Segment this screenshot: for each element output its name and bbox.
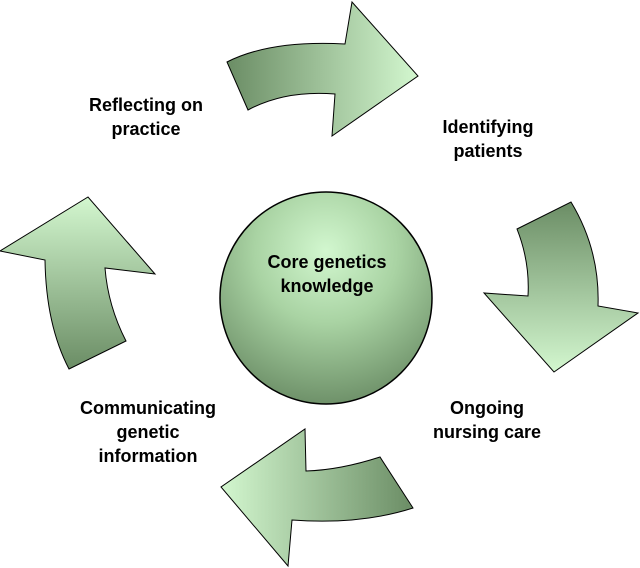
label-line: patients (453, 141, 523, 161)
label-line: Ongoing (450, 398, 524, 418)
label-line: information (98, 446, 198, 466)
arrow-right-identifying-to-ongoing (482, 201, 640, 373)
arrow-top-reflecting-to-identifying (226, 0, 419, 138)
label-line: practice (111, 119, 181, 139)
stage-label-communicating-genetic-information: Communicating genetic information (48, 396, 248, 468)
stage-label-reflecting-on-practice: Reflecting on practice (46, 93, 246, 141)
label-line: Identifying (442, 117, 534, 137)
stage-label-identifying-patients: Identifying patients (388, 115, 588, 163)
stage-label-ongoing-nursing-care: Ongoing nursing care (387, 396, 587, 444)
label-line: Communicating (79, 398, 216, 418)
label-line: knowledge (280, 276, 374, 296)
label-line: genetic (116, 422, 180, 442)
center-label-core-genetics-knowledge: Core genetics knowledge (227, 250, 427, 298)
label-line: nursing care (432, 422, 542, 442)
core-knowledge-circle (219, 191, 433, 405)
label-line: Reflecting on (88, 95, 203, 115)
arrow-bottom-ongoing-to-communicating (220, 428, 414, 568)
arrow-left-communicating-to-reflecting (0, 196, 157, 370)
label-line: Core genetics (267, 252, 387, 272)
